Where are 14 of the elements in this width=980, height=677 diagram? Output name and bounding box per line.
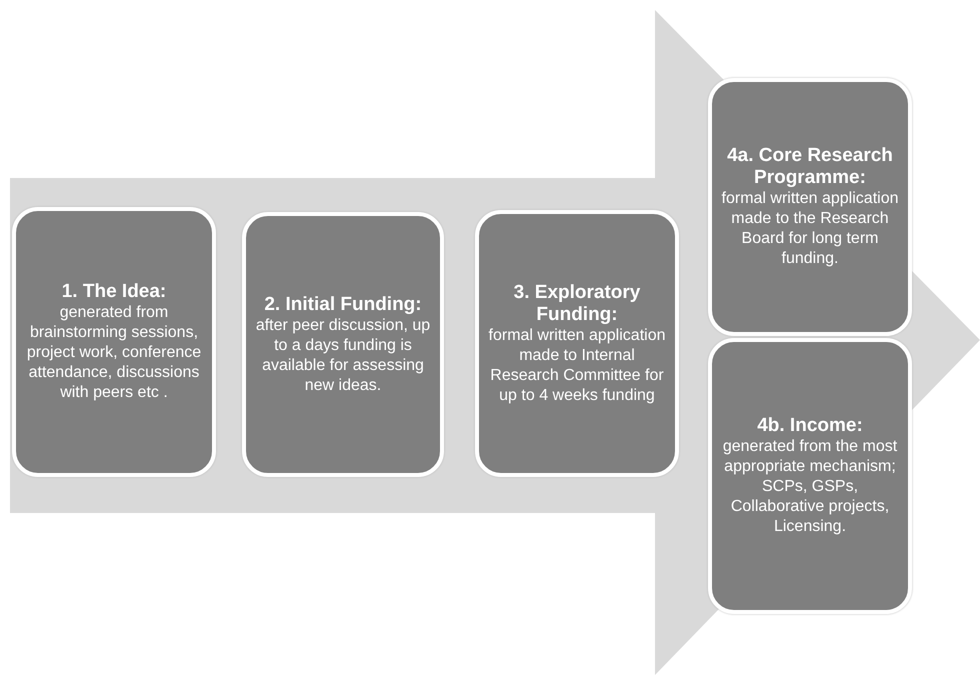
step-description: formal written application made to Internal Research Committee for up to 4 weeks funding <box>488 326 666 406</box>
step-box <box>708 78 912 336</box>
step-heading: 3. Exploratory Funding: <box>512 282 642 326</box>
step-description: generated from the most appropriate mechanism; SCPs, GSPs, Collaborative projects, Licensing. <box>722 437 898 537</box>
step-heading: 4a. Core Research Programme: <box>726 145 894 189</box>
step-box <box>475 210 679 477</box>
step-box <box>12 207 216 477</box>
step-description: after peer discussion, up to a days funding is available for assessing new ideas. <box>254 316 432 396</box>
step-box <box>242 212 444 477</box>
step-description: formal written application made to the Research Board for long term funding. <box>720 189 900 269</box>
step-heading: 4b. Income: <box>756 415 864 437</box>
step-heading: 1. The Idea: <box>60 281 168 303</box>
step-description: generated from brainstorming sessions, project work, conference attendance, discussions with peers etc . <box>26 303 202 403</box>
step-heading: 2. Initial Funding: <box>263 294 423 316</box>
